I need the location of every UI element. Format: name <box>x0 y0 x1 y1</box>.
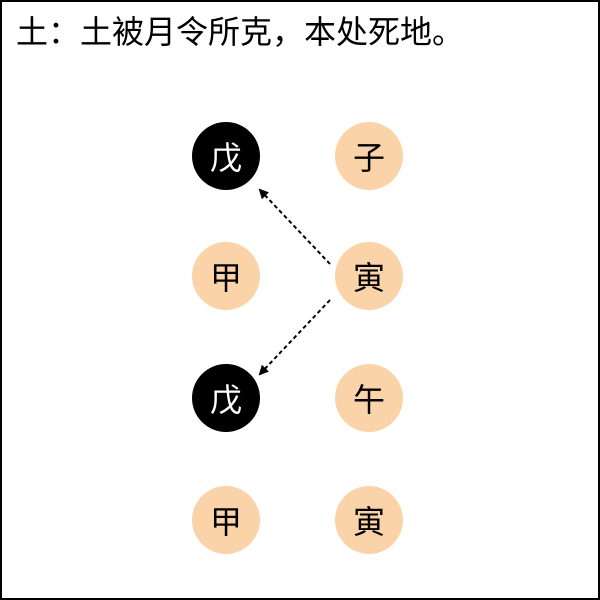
branch-circle-2: 寅 <box>335 242 403 310</box>
branch-circle-3: 午 <box>335 364 403 432</box>
arrow-to-upper-wu <box>258 188 331 265</box>
branch-circle-4: 寅 <box>335 486 403 554</box>
stem-circle-4: 甲 <box>192 486 260 554</box>
stem-circle-2: 甲 <box>192 242 260 310</box>
diagram-title: 土：土被月令所克，本处死地。 <box>16 13 465 51</box>
branch-circle-1: 子 <box>335 122 403 190</box>
stem-circle-3: 戊 <box>192 364 260 432</box>
arrow-to-lower-wu <box>258 299 331 376</box>
stem-circle-1: 戊 <box>192 122 260 190</box>
